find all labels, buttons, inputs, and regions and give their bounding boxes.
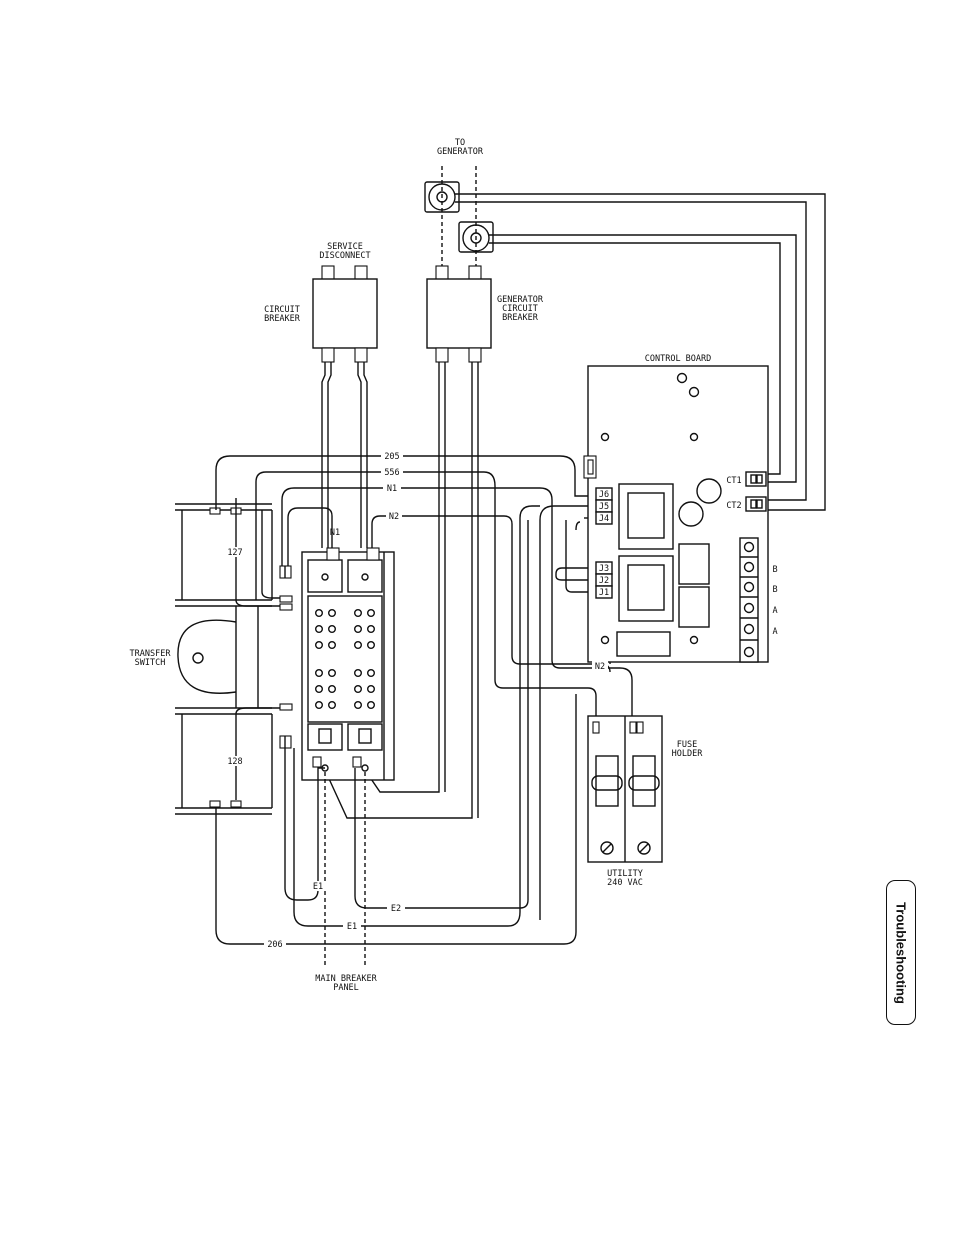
- wire-e1-bottom-label: E1: [347, 922, 357, 932]
- wire-205-label: 205: [384, 452, 399, 462]
- connector-j5: J5: [599, 502, 609, 512]
- control-board-label: CONTROL BOARD: [645, 354, 712, 364]
- main-breaker-leads: [325, 772, 365, 968]
- main-breaker-panel-label-2: PANEL: [333, 983, 359, 993]
- generator-breaker-label-3: BREAKER: [502, 313, 539, 323]
- utility-leads: [322, 362, 367, 548]
- terminal-letter-3: A: [772, 606, 777, 616]
- connector-j6: J6: [599, 490, 609, 500]
- to-generator-label-2: GENERATOR: [437, 147, 484, 157]
- transfer-switch-mechanism: [175, 504, 272, 814]
- terminal-letters: B B A A: [772, 565, 777, 637]
- troubleshooting-tab-label: Troubleshooting: [894, 902, 909, 1004]
- terminal-letter-4: A: [772, 627, 777, 637]
- fuse-holder: [588, 716, 662, 862]
- wire-206-label: 206: [267, 940, 282, 950]
- wire-e1-left-label: E1: [313, 882, 323, 892]
- terminal-letter-1: B: [772, 565, 777, 575]
- control-wires: [216, 456, 632, 944]
- connector-j4: J4: [599, 514, 609, 524]
- wire-556-label: 556: [384, 468, 399, 478]
- wire-n2-bottom-label: N2: [595, 662, 605, 672]
- connector-j3: J3: [599, 564, 609, 574]
- control-board: [584, 366, 768, 662]
- connector-j2: J2: [599, 576, 609, 586]
- wire-127-label: 127: [227, 548, 242, 558]
- service-disconnect-label-2: DISCONNECT: [319, 251, 370, 261]
- wire-n2-label: N2: [389, 512, 399, 522]
- generator-current-transformers: [425, 182, 493, 252]
- contact-block: [280, 548, 394, 780]
- wire-128-label: 128: [227, 757, 242, 767]
- terminal-letter-2: B: [772, 585, 777, 595]
- generator-breaker: [427, 266, 491, 362]
- connector-ct1: CT1: [726, 476, 741, 486]
- connector-ct2: CT2: [726, 501, 741, 511]
- circuit-breaker-label-2: BREAKER: [264, 314, 301, 324]
- wire-n1-label: N1: [387, 484, 397, 494]
- connector-j1: J1: [599, 588, 609, 598]
- wire-e2-label: E2: [391, 904, 401, 914]
- fuse-holder-label-2: HOLDER: [672, 749, 704, 759]
- utility-label-2: 240 VAC: [607, 878, 643, 888]
- service-disconnect-breaker: [313, 266, 377, 362]
- troubleshooting-tab: Troubleshooting: [886, 880, 916, 1025]
- wire-n1-lug-label: N1: [330, 528, 340, 538]
- transfer-switch-label-2: SWITCH: [135, 658, 166, 668]
